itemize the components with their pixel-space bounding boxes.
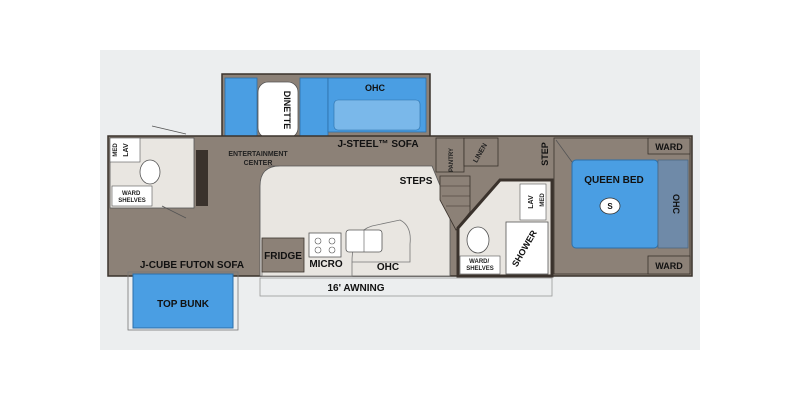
shelves-label: SHELVES [118,198,146,204]
shower [505,221,549,275]
steps-label: STEPS [400,176,433,187]
jcube-sofa-label: J-CUBE FUTON SOFA [140,260,244,271]
pantry-label: PANTRY [449,148,455,172]
bed-s-marker [599,197,621,215]
ward-label: WARD [122,191,141,197]
dinette-bench-right [299,77,329,139]
lav-right-label: LAV [528,195,535,209]
dinette-bench-left [224,77,258,139]
burner [314,237,322,245]
ward-top-label: WARD [655,142,683,152]
fridge-label: FRIDGE [264,251,302,262]
ohc-kitchen-label: OHC [377,262,399,273]
queen-bed-label: QUEEN BED [584,175,643,186]
ward-shelves-left-label: WARD SHELVES [118,191,146,204]
awning-outline [259,277,553,297]
linen [463,137,499,167]
med-right-label: MED [540,193,546,207]
door-swing [161,205,187,219]
burner [314,246,322,254]
left-lav-cabinet [109,137,141,163]
fridge [261,237,305,273]
left-toilet [139,159,161,185]
awning-label: 16' AWNING [327,283,384,294]
jsteel-sofa-label: J-STEEL™ SOFA [337,139,418,150]
entertainment-center [196,150,208,206]
ward-top [647,137,691,155]
dinette-label: DINETTE [282,91,292,130]
bath-toilet [466,226,490,254]
stove [308,232,342,258]
bath-ward-shelves [459,255,501,275]
bedroom-step-line [555,139,573,163]
step-label: STEP [540,142,550,166]
ward-slash-label: WARD/ [469,259,489,265]
micro-label: MICRO [309,259,343,270]
ohc-label: OHC [365,83,386,93]
lav-left-label: LAV [123,143,130,157]
left-ward-shelves [111,185,153,207]
bed-ohc-label: OHC [671,194,681,215]
jsteel-sofa-seat [333,99,421,131]
bedroom-ohc [657,159,689,249]
burner [328,246,336,254]
med-left-label: MED [113,143,119,157]
bath-lav-counter [519,183,547,221]
center-label: CENTER [244,160,273,167]
top-bunk-label: TOP BUNK [157,299,210,310]
ward-shelves-right-label: WARD/ SHELVES [466,259,494,272]
pantry [435,137,465,173]
shelves-right-label: SHELVES [466,266,494,272]
bunk-frame [127,271,239,331]
ward-bottom [647,255,691,275]
entertainment-label: ENTERTAINMENT [228,151,288,158]
s-label: S [607,202,613,211]
top-bunk [132,273,234,329]
door-swing [151,125,187,135]
ward-bottom-label: WARD [655,261,683,271]
burner [328,237,336,245]
